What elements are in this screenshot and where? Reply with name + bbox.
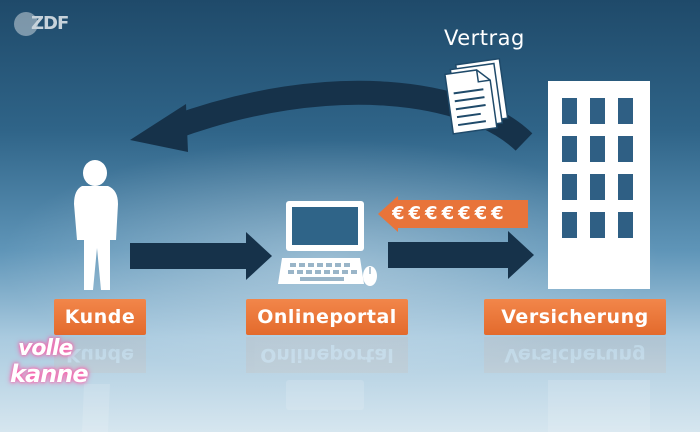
zdf-logo-mark: [14, 12, 38, 36]
zdf-logo-text: ZDF: [31, 13, 69, 34]
show-logo-line1: volle: [18, 336, 73, 361]
show-logo: volle kanne: [8, 336, 118, 396]
arrow-portal-to-insurer: [388, 231, 534, 279]
contract-document-icon: [444, 57, 509, 135]
payment-arrow: [378, 196, 528, 232]
floor-reflection: [82, 380, 650, 432]
contract-label: Vertrag: [444, 26, 525, 50]
arrow-customer-to-portal: [130, 232, 272, 280]
portal-label: Onlineportal: [246, 299, 408, 335]
building-icon: [548, 81, 650, 289]
show-logo-line2: kanne: [10, 360, 89, 388]
insurer-label-reflection: Versicherung: [484, 337, 666, 373]
customer-label: Kunde: [54, 299, 146, 335]
insurer-label: Versicherung: [484, 299, 666, 335]
zdf-logo: ZDF: [14, 10, 74, 38]
person-icon: [74, 160, 118, 290]
contract-return-arrowhead: [130, 104, 188, 152]
payment-euro-symbols: €€€€€€€: [392, 203, 508, 224]
portal-label-reflection: Onlineportal: [246, 337, 408, 373]
mouse-icon: [363, 266, 377, 286]
computer-icon: [278, 201, 377, 286]
